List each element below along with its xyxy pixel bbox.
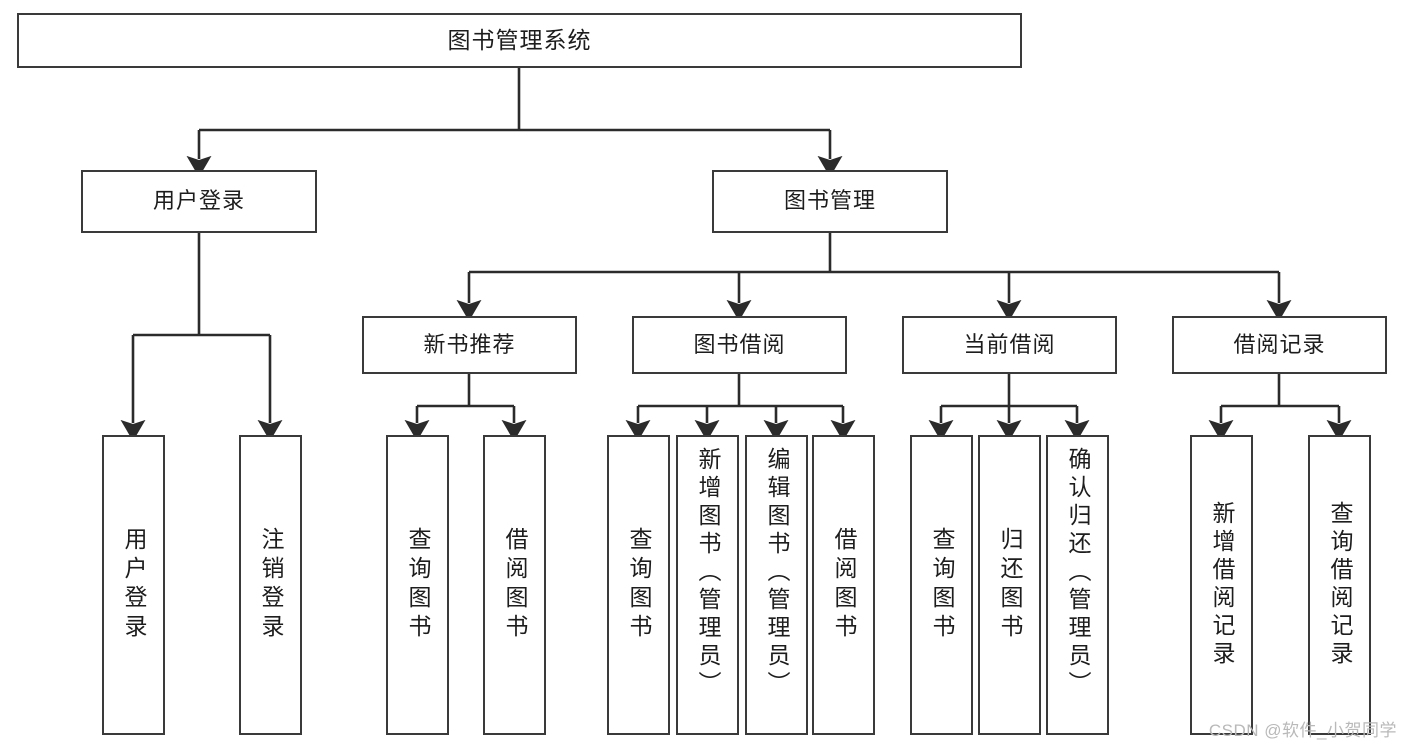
node-book-borrow[interactable]: 图书借阅 (632, 316, 847, 374)
node-label: 归还图书 (997, 527, 1023, 643)
node-leaf-query-book-recommend[interactable]: 查询图书 (386, 435, 449, 735)
node-leaf-query-borrow-record[interactable]: 查询借阅记录 (1308, 435, 1371, 735)
node-book-management[interactable]: 图书管理 (712, 170, 948, 233)
node-user-login[interactable]: 用户登录 (81, 170, 317, 233)
node-label: 新增借阅记录 (1209, 501, 1235, 669)
node-label: 借阅图书 (831, 527, 857, 643)
node-leaf-add-borrow-record[interactable]: 新增借阅记录 (1190, 435, 1253, 735)
node-leaf-confirm-return-admin[interactable]: 确认归还（管理员） (1046, 435, 1109, 735)
node-label: 编辑图书（管理员） (764, 447, 790, 699)
node-borrow-record[interactable]: 借阅记录 (1172, 316, 1387, 374)
node-label: 查询图书 (929, 527, 955, 643)
node-label: 查询借阅记录 (1327, 501, 1353, 669)
node-label: 借阅图书 (502, 527, 528, 643)
node-label: 借阅记录 (1233, 331, 1326, 357)
node-leaf-add-book-admin[interactable]: 新增图书（管理员） (676, 435, 739, 735)
node-label: 用户登录 (152, 188, 245, 214)
watermark-text: CSDN @软件_小贺同学 (1208, 721, 1397, 740)
node-label: 注销登录 (258, 527, 284, 643)
node-label: 新增图书（管理员） (695, 447, 721, 699)
node-leaf-query-book-borrow[interactable]: 查询图书 (607, 435, 670, 735)
node-label: 确认归还（管理员） (1065, 447, 1091, 699)
node-label: 图书管理 (783, 188, 876, 214)
node-new-book-recommendation[interactable]: 新书推荐 (362, 316, 577, 374)
node-current-borrow[interactable]: 当前借阅 (902, 316, 1117, 374)
node-label: 当前借阅 (963, 331, 1056, 357)
node-leaf-user-logout[interactable]: 注销登录 (239, 435, 302, 735)
node-leaf-edit-book-admin[interactable]: 编辑图书（管理员） (745, 435, 808, 735)
node-label: 图书管理系统 (447, 26, 592, 53)
node-label: 图书借阅 (693, 331, 786, 357)
node-label: 查询图书 (405, 527, 431, 643)
node-label: 查询图书 (626, 527, 652, 643)
node-leaf-query-book-current[interactable]: 查询图书 (910, 435, 973, 735)
node-root-book-management-system[interactable]: 图书管理系统 (17, 13, 1022, 68)
node-leaf-borrow-book-recommend[interactable]: 借阅图书 (483, 435, 546, 735)
node-leaf-user-login[interactable]: 用户登录 (102, 435, 165, 735)
node-label: 新书推荐 (423, 331, 516, 357)
node-label: 用户登录 (121, 527, 147, 643)
node-leaf-return-book[interactable]: 归还图书 (978, 435, 1041, 735)
node-leaf-borrow-book[interactable]: 借阅图书 (812, 435, 875, 735)
